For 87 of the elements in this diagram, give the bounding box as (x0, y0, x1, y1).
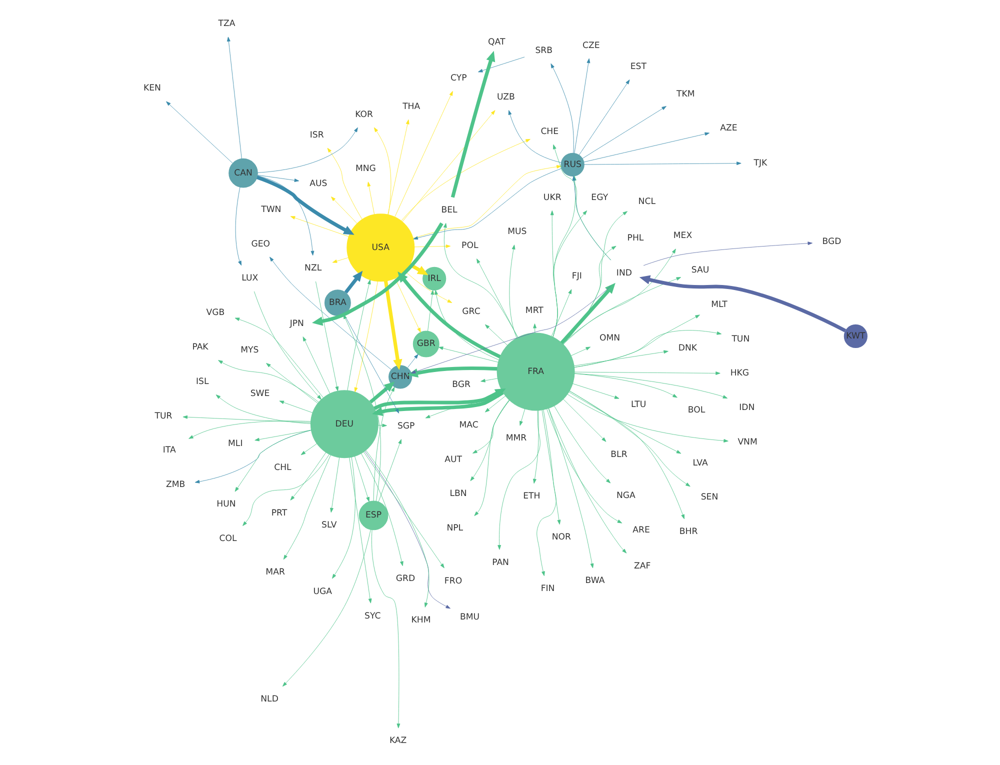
node-text: TJK (754, 158, 768, 168)
node-text: BLR (610, 450, 628, 460)
node-text: EST (630, 62, 646, 72)
node-text: KHM (411, 615, 431, 626)
node-text: TUR (154, 411, 172, 422)
node-text: BWA (585, 576, 605, 586)
node-text: SYC (364, 611, 381, 622)
node-text: EGY (591, 192, 608, 203)
node-text: NLD (260, 694, 278, 705)
node-text: PRT (271, 508, 288, 518)
node-text: NZL (304, 264, 322, 274)
node-text: MYS (240, 345, 259, 356)
node-text: AUS (310, 178, 328, 189)
node-text: UKR (543, 192, 562, 203)
node-text: MLI (228, 439, 243, 450)
node-text: CYP (450, 73, 467, 84)
node-text: LTU (631, 400, 646, 410)
node-text: LBN (450, 489, 467, 500)
node-text: BOL (688, 405, 706, 416)
node-text: MLT (711, 300, 728, 310)
node-text: SRB (535, 46, 553, 56)
node-text: MNG (355, 164, 376, 174)
node-text: IND (616, 268, 632, 278)
node-text: AUT (444, 454, 462, 465)
node-text: ISL (196, 376, 209, 387)
node-text: IDN (739, 403, 755, 414)
node-text: ITA (162, 446, 176, 456)
node-text: ETH (523, 492, 540, 502)
node-text: TWN (261, 204, 282, 215)
node-text: THA (402, 102, 420, 112)
node-text: SLV (322, 520, 337, 531)
node-text: KAZ (389, 736, 407, 746)
node-text: GEO (251, 239, 270, 250)
node-text: BHR (679, 527, 698, 538)
node-text: SGP (397, 421, 415, 432)
node-text: QAT (488, 37, 506, 48)
node-text: BGR (452, 380, 471, 390)
node-text: MMR (506, 434, 527, 444)
node-text: LUX (242, 274, 258, 284)
node-text: JPN (290, 319, 304, 330)
node-text: HKG (730, 368, 750, 379)
node-text: SWE (250, 389, 270, 400)
node-text: VGB (206, 308, 225, 318)
node-text: SEN (700, 492, 718, 503)
node-text: POL (462, 240, 478, 251)
node-text: GRD (396, 574, 416, 584)
node-text: MEX (673, 231, 692, 242)
node-text: CZE (582, 40, 600, 51)
node-text: TKM (676, 89, 695, 100)
node-text: LVA (692, 458, 708, 468)
node-text: UZB (496, 92, 515, 103)
node-text: MAR (266, 568, 285, 578)
node-text: TZA (218, 19, 236, 30)
node-text: CHE (540, 126, 559, 137)
node-text: COL (219, 534, 237, 544)
node-text: BEL (441, 205, 458, 216)
node-text: CHL (274, 463, 292, 474)
node-text: NOR (552, 532, 572, 542)
node-text: VNM (738, 437, 758, 448)
node-text: ISR (310, 130, 324, 140)
node-text: OMN (600, 333, 620, 344)
node-text: MUS (508, 227, 527, 238)
node-text: HUN (216, 500, 236, 510)
node-text: NCL (638, 196, 656, 207)
node-text: SAU (691, 266, 710, 276)
node-text: BMU (460, 612, 480, 622)
node-text: FIN (540, 584, 555, 594)
node-text: PHL (627, 234, 644, 244)
node-text: KOR (355, 110, 373, 120)
node-text: MRT (525, 306, 544, 316)
node-text: GRC (462, 306, 480, 317)
node-text: ZAF (634, 561, 651, 572)
node-text: TUN (732, 334, 750, 344)
node-text: AZE (720, 124, 738, 134)
node-text: FRO (444, 576, 462, 586)
node-text: FJI (572, 272, 582, 282)
node-text: PAK (192, 342, 208, 352)
node-text: ZMB (166, 480, 186, 490)
node-text: ARE (632, 526, 650, 536)
node-text: KEN (143, 84, 161, 94)
node-text: PAN (492, 558, 509, 568)
node-text: BGD (822, 237, 842, 248)
node-text: MAC (459, 420, 478, 430)
node-text: UGA (313, 586, 332, 597)
node-text: NPL (446, 524, 464, 534)
node-text: DNK (678, 343, 698, 354)
node-text: NGA (616, 491, 636, 502)
